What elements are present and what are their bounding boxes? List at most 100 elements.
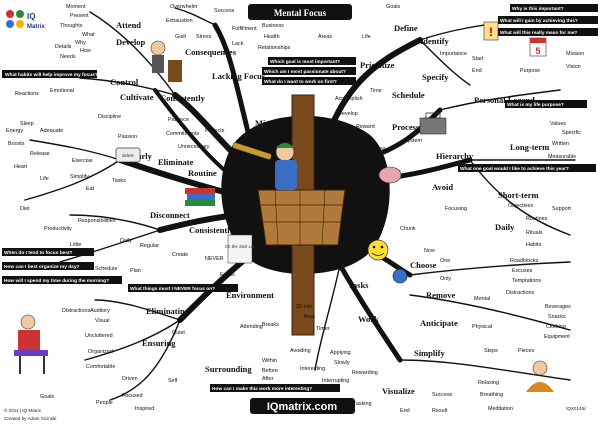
label-goals-2: Goals bbox=[40, 394, 54, 400]
label-avoiding: Avoiding bbox=[290, 348, 311, 354]
label-multitasking: Multi-Tasking bbox=[340, 401, 371, 407]
label-interesting: Interesting bbox=[300, 366, 325, 372]
label-goals: Goals bbox=[386, 4, 400, 10]
website-label: IQmatrix.com bbox=[267, 401, 338, 413]
label-overwhelm: Overwhelm bbox=[170, 4, 198, 10]
hub-tasks: Tasks bbox=[348, 280, 369, 290]
question-habits: What habits will help improve my focus? bbox=[5, 72, 98, 78]
delete-key-label: delete bbox=[122, 153, 135, 158]
label-boosts: Boosts bbox=[8, 141, 25, 147]
iq-matrix-logo: IQ Matrix bbox=[6, 10, 45, 30]
label-details: Details bbox=[55, 44, 72, 50]
label-measurable: Measurable bbox=[548, 154, 576, 160]
label-clothing: Clothing bbox=[546, 324, 566, 330]
label-life: Life bbox=[362, 34, 371, 40]
label-relationships: Relationships bbox=[258, 45, 291, 51]
hub-ensuring: Ensuring bbox=[142, 338, 176, 348]
label-present: Present bbox=[70, 13, 89, 19]
label-regular: Regular bbox=[140, 243, 159, 249]
label-auditory: Auditory bbox=[90, 308, 110, 314]
question-interesting: How can I make this work more interestin… bbox=[212, 386, 312, 392]
hub-environment: Environment bbox=[226, 290, 274, 300]
question-gain: What will I gain by achieving this? bbox=[500, 18, 578, 24]
label-commitments: Commitments bbox=[166, 131, 200, 137]
label-tasks: Tasks bbox=[112, 178, 126, 184]
label-little: Little bbox=[70, 242, 81, 248]
label-values: Values bbox=[550, 121, 566, 127]
label-breaks: Breaks bbox=[262, 322, 279, 328]
label-comfortable: Comfortable bbox=[86, 364, 115, 370]
label-reactions: Reactions bbox=[15, 91, 39, 97]
hub-daily: Daily bbox=[495, 222, 515, 232]
label-temptations: Temptations bbox=[512, 278, 541, 284]
hub-choose: Choose bbox=[410, 260, 437, 270]
thinker-icon bbox=[150, 40, 182, 82]
barrel-graphic bbox=[257, 189, 346, 246]
central-hub: Mental Focus IQmatrix.com bbox=[221, 4, 390, 414]
label-applying: Applying bbox=[330, 350, 351, 356]
label-rest: Rest bbox=[304, 314, 316, 320]
hub-cultivate: Cultivate bbox=[120, 92, 154, 102]
hub-anticipate: Anticipate bbox=[420, 318, 458, 328]
label-before: Before bbox=[262, 368, 278, 374]
label-written: Written bbox=[552, 141, 569, 147]
label-release: Release bbox=[30, 151, 50, 157]
hub-avoid: Avoid bbox=[432, 182, 453, 192]
toolbox-icon bbox=[419, 112, 447, 135]
label-uncluttered: Uncluttered bbox=[85, 333, 113, 339]
label-start: Start bbox=[472, 56, 484, 62]
hub-simplify: Simplify bbox=[414, 348, 445, 358]
label-support: Support bbox=[552, 206, 571, 212]
hub-disconnect: Disconnect bbox=[150, 210, 190, 220]
label-visual: Visual bbox=[95, 318, 110, 324]
label-after: After bbox=[262, 376, 274, 382]
label-guilt: Guilt bbox=[175, 34, 187, 40]
label-objectives: Objectives bbox=[508, 203, 533, 209]
svg-text:5: 5 bbox=[535, 46, 540, 56]
label-mental: Mental bbox=[474, 296, 490, 302]
label-discipline: Discipline bbox=[98, 114, 121, 120]
label-quiet: Quiet bbox=[172, 330, 185, 336]
label-heart: Heart bbox=[14, 164, 28, 170]
label-plan: Plan bbox=[130, 268, 141, 274]
label-life-2: Life bbox=[40, 176, 49, 182]
hub-short-term: Short-term bbox=[498, 190, 539, 200]
label-30min: 30 min bbox=[296, 304, 312, 310]
label-inspired: Inspired bbox=[135, 406, 154, 412]
calendar-icon: 5 bbox=[529, 37, 547, 57]
hub-specify: Specify bbox=[422, 72, 449, 82]
hub-prioritize: Prioritize bbox=[360, 60, 395, 70]
label-emotional: Emotional bbox=[50, 88, 74, 94]
logo-line-1: IQ bbox=[27, 12, 35, 21]
label-diet: Diet bbox=[20, 206, 30, 212]
label-specific: Specific bbox=[562, 130, 581, 136]
hub-routine: Routine bbox=[188, 168, 217, 178]
relaxed-man-icon bbox=[14, 314, 48, 374]
label-reward: Reward bbox=[356, 124, 375, 130]
logo-line-2: Matrix bbox=[27, 24, 45, 30]
label-projects: Projects bbox=[205, 128, 225, 134]
label-excuses: Excuses bbox=[512, 268, 533, 274]
label-timer: Timer bbox=[316, 326, 330, 332]
label-accomplish: Accomplish bbox=[335, 96, 363, 102]
copyright-text: © 2011 | IQ Matrix bbox=[4, 407, 42, 413]
label-schedule: Schedule bbox=[95, 266, 117, 272]
hub-surrounding: Surrounding bbox=[205, 364, 252, 374]
title-banner bbox=[248, 4, 352, 20]
label-why: Why bbox=[75, 40, 86, 46]
label-equipment: Equipment bbox=[544, 334, 570, 340]
label-routines: Routines bbox=[526, 216, 548, 222]
smiley-icon bbox=[367, 239, 389, 261]
hub-hierarchy: Hierarchy bbox=[436, 151, 474, 161]
label-unnecessary: Unnecessary bbox=[178, 144, 210, 150]
label-exhaustion: Exhaustion bbox=[166, 18, 193, 24]
label-progress: Progress bbox=[364, 146, 386, 152]
label-business: Business bbox=[262, 23, 284, 29]
hub-work: Work bbox=[358, 314, 379, 324]
code-text: IQX0145c bbox=[566, 406, 587, 411]
question-passionate: Which am I most passionate about? bbox=[264, 69, 346, 75]
question-work-first: What do I want to work on first? bbox=[264, 79, 337, 85]
label-beverages: Beverages bbox=[545, 304, 571, 310]
hub-long-term: Long-term bbox=[510, 142, 549, 152]
